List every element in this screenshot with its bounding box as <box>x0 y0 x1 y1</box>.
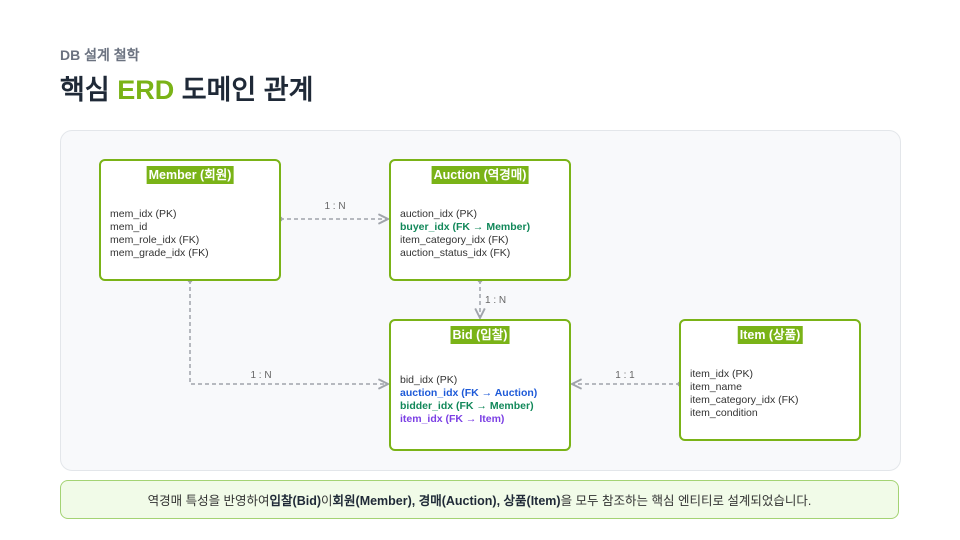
entity-member-attributes: mem_idx (PK) mem_id mem_role_idx (FK) me… <box>110 208 209 260</box>
note-text: 이 <box>321 494 333 508</box>
section-eyebrow: DB 설계 철학 <box>60 47 140 63</box>
entity-auction-attributes: auction_idx (PK) buyer_idx (FK → Member)… <box>400 208 530 260</box>
auction-attr-pk: auction_idx (PK) <box>400 208 478 220</box>
entity-auction: Auction (역경매) auction_idx (PK) buyer_idx… <box>389 159 571 281</box>
entity-item-attributes: item_idx (PK) item_name item_category_id… <box>690 368 799 420</box>
auction-attr: auction_status_idx (FK) <box>400 247 511 259</box>
entity-member: Member (회원) mem_idx (PK) mem_id mem_role… <box>99 159 281 281</box>
entity-bid: Bid (입찰) bid_idx (PK) auction_idx (FK → … <box>389 319 571 451</box>
member-attr: mem_role_idx (FK) <box>110 234 200 246</box>
bid-attr-fk-member: bidder_idx (FK → Member) <box>400 400 534 412</box>
item-attr-pk: item_idx (PK) <box>690 368 754 380</box>
auction-attr-fk-member: buyer_idx (FK → Member) <box>400 221 531 233</box>
bid-attr-pk: bid_idx (PK) <box>400 374 458 386</box>
entity-auction-name: Auction (역경매) <box>431 166 529 184</box>
title-accent: ERD <box>117 75 175 105</box>
member-attr-pk: mem_idx (PK) <box>110 208 177 220</box>
bid-attr-fk-auction: auction_idx (FK → Auction) <box>400 387 538 399</box>
member-attr: mem_id <box>110 221 148 233</box>
title-plain: 핵심 <box>60 75 118 105</box>
item-attr: item_category_idx (FK) <box>690 394 799 406</box>
entity-member-name: Member (회원) <box>146 166 234 184</box>
note-text: 을 모두 참조하는 핵심 엔티티로 설계되었습니다. <box>560 494 812 508</box>
title-rest: 도메인 관계 <box>174 75 314 105</box>
entity-item: Item (상품) item_idx (PK) item_name item_c… <box>679 319 861 441</box>
note-bold-bid: 입찰(Bid) <box>269 494 322 508</box>
summary-note: 역경매 특성을 반영하여 입찰(Bid)이 회원(Member), 경매(Auc… <box>60 480 899 519</box>
auction-attr: item_category_idx (FK) <box>400 234 509 246</box>
bid-attr-fk-item: item_idx (FK → Item) <box>400 413 505 425</box>
note-bold-entities: 회원(Member), 경매(Auction), 상품(Item) <box>332 494 561 508</box>
entity-item-name: Item (상품) <box>737 326 803 344</box>
item-attr: item_condition <box>690 407 758 419</box>
member-attr: mem_grade_idx (FK) <box>110 247 209 259</box>
page-title: 핵심 ERD 도메인 관계 <box>60 68 313 107</box>
entity-bid-attributes: bid_idx (PK) auction_idx (FK → Auction) … <box>400 374 537 426</box>
item-attr: item_name <box>690 381 742 393</box>
entity-bid-name: Bid (입찰) <box>450 326 510 344</box>
note-text: 역경매 특성을 반영하여 <box>147 494 270 508</box>
